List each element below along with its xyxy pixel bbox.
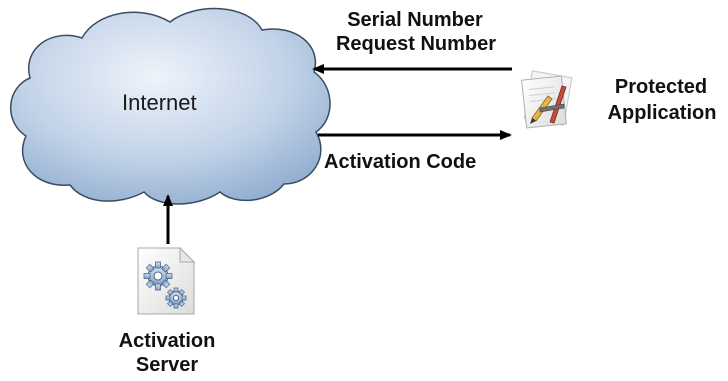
- request-number-label: Request Number: [335, 33, 497, 55]
- application-label: Application: [607, 102, 717, 124]
- activation-code-label: Activation Code: [324, 151, 477, 173]
- serial-number-label: Serial Number: [347, 9, 483, 31]
- app-document-icon: [521, 70, 573, 129]
- activation-label: Activation: [118, 330, 216, 352]
- protected-label: Protected: [614, 76, 708, 98]
- internet-cloud: [10, 7, 331, 205]
- gears-document-icon: [137, 246, 196, 315]
- internet-label: Internet: [122, 90, 197, 115]
- server-label: Server: [135, 354, 199, 376]
